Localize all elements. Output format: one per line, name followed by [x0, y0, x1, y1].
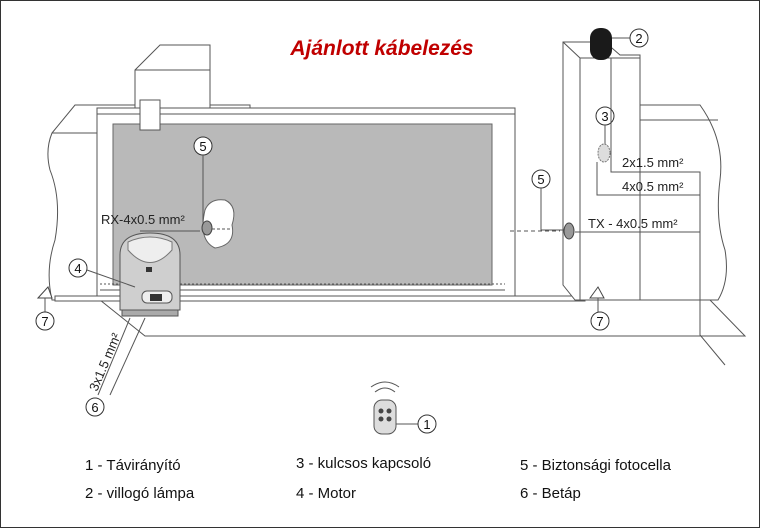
- photocell-rx-mount: [202, 199, 235, 249]
- callout-circle: [85, 397, 105, 417]
- callout-4: 4: [74, 261, 81, 276]
- lock-icon: [150, 294, 162, 301]
- leader-line: [86, 269, 136, 288]
- key-switch-icon: [597, 143, 611, 163]
- callout-circle: [417, 414, 437, 434]
- callout-2: 2: [635, 31, 642, 46]
- cable-line: [109, 317, 146, 396]
- legend-item-photocell: 5 - Biztonsági fotocella: [520, 457, 672, 474]
- motor-cover: [127, 236, 173, 263]
- callout-5-left: 5: [199, 139, 206, 154]
- warning-lamp-icon: [590, 28, 612, 60]
- callout-circle: [629, 28, 649, 48]
- legend-item-remote: 1 - Távirányító: [85, 457, 181, 474]
- callout-5-right: 5: [537, 172, 544, 187]
- remote-control-icon: [370, 381, 400, 435]
- callout-circle: [68, 258, 88, 278]
- cable-line: [610, 58, 726, 366]
- right-pillar: [562, 41, 641, 301]
- ground-floor: [98, 299, 747, 337]
- cable-label-lamp: 2x1.5 mm²: [622, 155, 684, 170]
- callout-3: 3: [601, 109, 608, 124]
- legend-item-lamp: 2 - villogó lámpa: [85, 485, 195, 502]
- cable-line: [97, 317, 131, 396]
- legend-item-power: 6 - Betáp: [520, 485, 581, 502]
- right-wall: [639, 104, 727, 301]
- callout-1: 1: [423, 417, 430, 432]
- callout-circle: [35, 311, 55, 331]
- photocell-tx-icon: [563, 222, 575, 240]
- callout-7-left: 7: [41, 314, 48, 329]
- callout-7-right: 7: [596, 314, 603, 329]
- leader-line: [540, 188, 565, 231]
- photocell-rx-icon: [201, 220, 213, 236]
- motor-badge: [146, 267, 152, 272]
- pillar-edge: [562, 41, 581, 59]
- cable-label-power: 3x1.5 mm²: [86, 330, 124, 393]
- callout-6: 6: [91, 400, 98, 415]
- gate-guide: [139, 99, 161, 131]
- cable-label-key-switch: 4x0.5 mm²: [622, 179, 684, 194]
- cable-line: [596, 162, 700, 196]
- diagram-title: Ajánlott kábelezés: [289, 37, 473, 60]
- cable-label-tx: TX - 4x0.5 mm²: [588, 216, 678, 231]
- cable-label-rx: RX-4x0.5 mm²: [101, 212, 185, 227]
- legend-item-motor: 4 - Motor: [296, 485, 356, 502]
- gate-stop-right: [589, 286, 605, 299]
- callout-circle: [590, 311, 610, 331]
- legend-item-key-switch: 3 - kulcsos kapcsoló: [296, 455, 431, 472]
- motor-base: [121, 309, 179, 317]
